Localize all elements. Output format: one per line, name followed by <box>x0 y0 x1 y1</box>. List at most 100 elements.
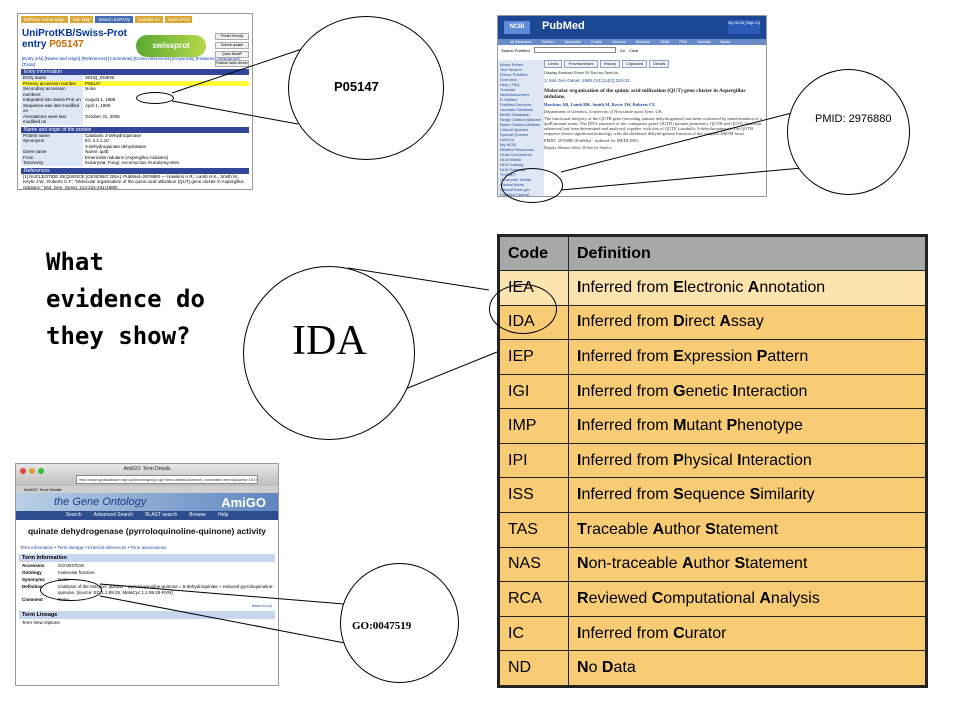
pubmed-logo: PubMed <box>542 20 585 32</box>
browser-tab[interactable]: AmiGO: Term Details <box>16 486 278 493</box>
pubmed-menu-item[interactable]: Genome <box>612 40 626 44</box>
pubmed-sidebar-link[interactable]: Batch Citation Matcher <box>500 122 541 127</box>
amigo-nav-item[interactable]: Search <box>65 512 82 518</box>
pubmed-sidebar-link[interactable]: NLM Gateway <box>500 167 526 172</box>
pubmed-menu-item[interactable]: PMC <box>679 40 688 44</box>
pubmed-search-input[interactable] <box>533 47 616 53</box>
uniprot-field-value: April 1, 1990 <box>85 102 111 108</box>
pmid-highlight-circle <box>501 168 563 203</box>
pubmed-menu-item[interactable]: OMIM <box>659 40 670 44</box>
pubmed-citation[interactable]: 1: Mol Gen Genet. 1988 Oct;214(2):224-31… <box>544 78 632 83</box>
uniprot-field-value: Emericella nidulans (Aspergillus nidulan… <box>85 154 169 160</box>
pubmed-sidebar-link[interactable]: Order Documents <box>500 152 532 157</box>
pubmed-menu-item[interactable]: All Databases <box>510 40 532 44</box>
pubmed-sidebar-link[interactable]: NLM Catalog <box>500 162 524 167</box>
amigo-nav-item[interactable]: Advanced Search <box>93 512 134 518</box>
pubmed-pmid: PMID: 2976880 [PubMed - indexed for MEDL… <box>544 137 639 143</box>
pubmed-sidebar-link[interactable]: Single Citation Matcher <box>500 117 542 122</box>
pubmed-menu-item[interactable]: Structure <box>635 40 650 44</box>
pubmed-sidebar-link[interactable]: NLM Mobile <box>500 157 522 162</box>
pubmed-sidebar-link[interactable]: Overview <box>500 77 517 82</box>
amigo-nav-item[interactable]: BLAST search <box>145 512 178 518</box>
uniprot-tab[interactable]: Contact us <box>135 16 163 23</box>
my-ncbi-signin[interactable]: My NCBI [Sign In] <box>728 20 760 34</box>
uniprot-section-links[interactable]: [Entry info] [Name and origin] [Referenc… <box>22 56 240 61</box>
pubmed-tab[interactable]: Preview/Index <box>564 60 598 68</box>
uniprot-tab[interactable]: Search ExPASy <box>95 16 134 23</box>
pubmed-tab[interactable]: Details <box>649 60 670 68</box>
pubmed-tab[interactable]: Clipboard <box>622 60 648 68</box>
window-title: AmiGO: Term Details <box>123 466 171 472</box>
zoom-icon[interactable] <box>38 468 44 474</box>
evidence-definition: Inferred from Sequence Similarity <box>568 477 926 514</box>
uniprot-field-value: October 31, 2006 <box>85 113 120 119</box>
evidence-definition: Inferred from Electronic Annotation <box>568 270 926 306</box>
pubmed-sidebar-link[interactable]: Special Queries <box>500 132 529 137</box>
quick-blastp-button[interactable]: Quick BlastP <box>215 51 249 58</box>
pubmed-go-button[interactable]: Go <box>619 47 626 53</box>
amigo-nav-item[interactable]: Browse <box>189 512 206 518</box>
pubmed-display-options[interactable]: Display Abstract Show 20 Sort by Send to <box>544 69 619 75</box>
question-text: What evidence do they show? <box>46 248 205 350</box>
pubmed-sidebar-link[interactable]: Text Version <box>500 67 522 72</box>
back-to-top-link[interactable]: Back to top <box>251 603 272 608</box>
pubmed-sidebar-link[interactable]: E-Utilities <box>500 97 517 102</box>
uniprot-tools-link[interactable]: [Tools] <box>22 62 36 67</box>
minimize-icon[interactable] <box>29 468 35 474</box>
pubmed-sidebar-link[interactable]: Journals Database <box>500 107 534 112</box>
term-section-links[interactable]: Term information • Term lineage • Extern… <box>20 545 167 550</box>
pubmed-sidebar-link[interactable]: About Entrez <box>500 62 524 67</box>
pubmed-sidebar-link[interactable]: New/Noteworthy <box>500 92 530 97</box>
pubmed-sidebar-link[interactable]: Clinical Queries <box>500 127 529 132</box>
pubmed-tab[interactable]: Limits <box>544 60 563 68</box>
pubmed-authors[interactable]: Hawkins AR, Lamb HK, Smith M, Keyte JW, … <box>544 101 656 107</box>
uniprot-title-prefix: entry <box>22 39 47 50</box>
submit-update-button[interactable]: Submit update <box>215 42 249 49</box>
term-info-value: molecular function <box>58 570 95 575</box>
uniprot-tab[interactable]: Swiss-Prot <box>164 16 193 23</box>
pubmed-sidebar-link[interactable]: PubMed Services <box>500 102 532 107</box>
address-bar[interactable]: http://www.godatabase.org/cgi-bin/amigo/… <box>76 475 258 484</box>
close-icon[interactable] <box>20 468 26 474</box>
pubmed-menu-item[interactable]: Journals <box>697 40 711 44</box>
term-view-options[interactable]: Term View Options <box>22 620 60 625</box>
pubmed-affiliation: Department of Genetics, University of Ne… <box>544 108 663 114</box>
pmid-callout-oval <box>787 69 910 195</box>
pubmed-sidebar-link[interactable]: MeSH Database <box>500 112 530 117</box>
pubmed-sidebar-link[interactable]: My NCBI <box>500 142 516 147</box>
uniprot-field-key <box>21 143 83 149</box>
ncbi-logo[interactable]: NCBI <box>504 21 530 34</box>
pubmed-menu-item[interactable]: Nucleotide <box>564 40 582 44</box>
pubmed-sidebar-link[interactable]: Tutorials <box>500 87 516 92</box>
pubmed-sidebar-link[interactable]: Related Resources <box>500 147 535 152</box>
amigo-nav-item[interactable]: Help <box>217 512 229 518</box>
printer-friendly-button[interactable]: Printer-friendly <box>215 33 249 40</box>
uniprot-tab[interactable]: Site Map <box>69 16 94 23</box>
uniprot-field-key: Sequence was last modified on <box>21 102 83 114</box>
pubmed-menu-item[interactable]: Books <box>720 40 731 44</box>
term-lineage-header: Term Lineage <box>19 611 275 619</box>
uniprot-title-line1: UniProtKB/Swiss-Prot <box>22 28 128 39</box>
feature-viewer-button[interactable]: Feature table viewer <box>215 60 249 67</box>
pubmed-tab[interactable]: History <box>599 60 621 68</box>
pubmed-bottom-display[interactable]: Display Abstract Show 20 Sort by Send to <box>544 144 612 150</box>
pubmed-sidebar-link[interactable]: LinkOut <box>500 137 514 142</box>
evidence-code: IMP <box>499 408 569 444</box>
pubmed-menu-item[interactable]: Protein <box>591 40 603 44</box>
uniprot-section-header: Name and origin of the protein <box>21 126 249 133</box>
uniprot-tab[interactable]: ExPASy Home page <box>21 16 68 23</box>
evidence-definition: Inferred from Direct Assay <box>568 304 926 341</box>
pubmed-sidebar-link[interactable]: Entrez PubMed <box>500 72 528 77</box>
pubmed-menu-item[interactable]: PubMed <box>541 40 555 44</box>
evidence-code: TAS <box>499 512 569 548</box>
pubmed-sidebar-link[interactable]: Help | FAQ <box>500 82 520 87</box>
pubmed-clear-button[interactable]: Clear <box>629 47 639 53</box>
uniprot-entry-id: P05147 <box>49 39 84 50</box>
